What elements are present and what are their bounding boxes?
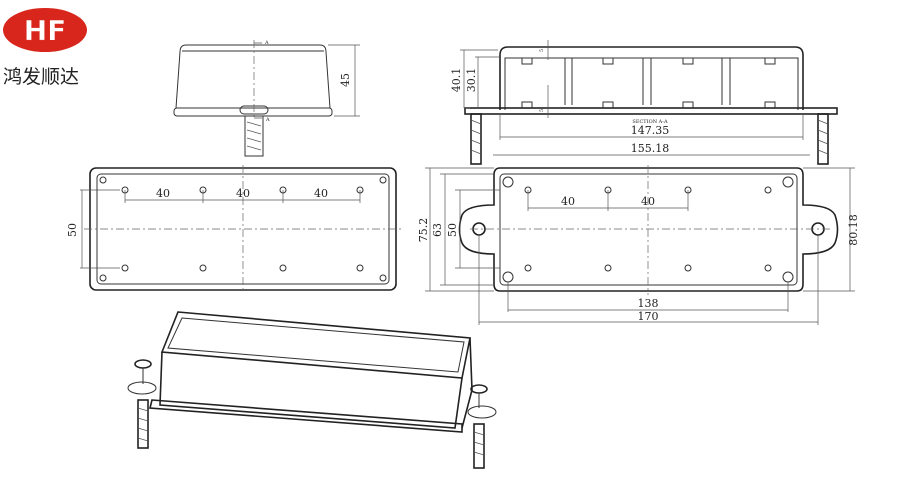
dim-wall-bottom: 5 (539, 109, 545, 112)
dim-flange-height: 80.18 (847, 214, 860, 246)
dim-height-63: 63 (431, 223, 444, 237)
dim-spacing-3: 40 (314, 187, 328, 200)
dim-spacing-r2: 40 (641, 195, 655, 208)
dim-spacing-1: 40 (156, 187, 170, 200)
dim-height-50: 50 (446, 223, 459, 237)
dim-outer-length: 155.18 (631, 142, 670, 155)
top-view-right: 40 40 75.2 63 50 80.18 138 170 (417, 165, 860, 325)
hf-logo: HF (3, 8, 87, 52)
dim-height-75-2: 75.2 (417, 218, 430, 243)
dim-spacing-r1: 40 (561, 195, 575, 208)
front-view: A A 45 (173, 40, 360, 157)
section-view: 40.1 30.1 5 5 SECTION A-A 147.35 155.18 (450, 40, 838, 165)
top-view-left: 40 40 40 50 (66, 165, 402, 293)
dim-inner-height: 30.1 (465, 68, 478, 93)
company-name: 鸿发顺达 (3, 66, 79, 88)
section-marker-top: A (264, 40, 269, 46)
section-marker-bottom: A (265, 117, 270, 123)
dim-outer-height: 40.1 (450, 68, 463, 93)
dim-height-45: 45 (339, 73, 352, 87)
dim-inner-length: 147.35 (631, 124, 670, 137)
section-label: SECTION A-A (632, 119, 668, 125)
isometric-view (127, 311, 497, 469)
dim-total-length: 170 (638, 310, 659, 323)
dim-hole-span: 138 (638, 297, 659, 310)
logo-mark: HF (24, 14, 67, 47)
dim-width-50: 50 (66, 223, 79, 237)
dim-wall-top: 5 (539, 49, 545, 52)
dim-spacing-2: 40 (236, 187, 250, 200)
